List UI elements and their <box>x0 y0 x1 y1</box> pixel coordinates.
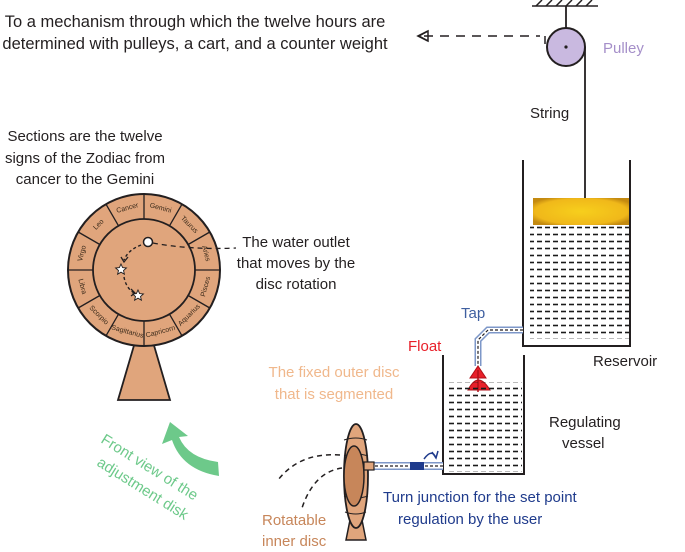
zodiac-sign-aries: Aries <box>200 245 211 263</box>
regulating-label-line1: Regulating <box>549 414 621 431</box>
zodiac-divider <box>168 203 183 227</box>
zodiac-divider <box>168 313 183 337</box>
star-marker-1 <box>114 262 128 276</box>
zodiac-divider <box>187 294 211 309</box>
sections-label-line2: signs of the Zodiac from <box>5 150 165 167</box>
mechanism-label-line1: To a mechanism through which the twelve … <box>5 13 386 31</box>
zodiac-divider <box>105 203 120 227</box>
regulating-label-line2: vessel <box>562 435 605 452</box>
zodiac-divider <box>77 294 101 309</box>
zodiac-divider <box>187 231 211 246</box>
pulley-label: Pulley <box>603 40 644 57</box>
reservoir-label: Reservoir <box>593 353 657 370</box>
zodiac-inner-disc <box>92 218 196 322</box>
rotatable-label-line2: inner disc <box>262 533 327 550</box>
reservoir-oil <box>533 198 629 225</box>
mechanism-arrow <box>416 29 540 43</box>
pulley <box>544 27 586 67</box>
zodiac-divider <box>105 313 120 337</box>
tap-pipe <box>474 326 523 366</box>
outlet-pipe <box>370 462 443 470</box>
reservoir <box>522 160 631 347</box>
junction-label-line2: regulation by the user <box>398 511 542 528</box>
string-label: String <box>530 105 569 122</box>
outlet-label-line3: disc rotation <box>256 276 337 293</box>
fixed-disc-label-line1: The fixed outer disc <box>269 364 400 381</box>
tap-label: Tap <box>461 305 485 322</box>
water-jets <box>277 453 343 509</box>
outlet-label-line2: that moves by the <box>237 255 355 272</box>
rotatable-inner-disc-side <box>343 445 365 507</box>
float-label: Float <box>408 338 442 355</box>
outlet-label-line1: The water outlet <box>242 234 350 251</box>
rotation-arrow <box>162 422 219 476</box>
fixed-disc-label-line2: that is segmented <box>275 386 393 403</box>
turn-junction <box>410 462 424 470</box>
sections-label-line1: Sections are the twelve <box>7 128 162 145</box>
zodiac-sign-libra: Libra <box>76 278 87 295</box>
mechanism-label-line2: determined with pulleys, a cart, and a c… <box>2 35 388 53</box>
regulating-vessel <box>442 355 525 475</box>
zodiac-divider <box>77 231 101 246</box>
sections-label-line3: cancer to the Gemini <box>16 171 154 188</box>
junction-label-line1: Turn junction for the set point <box>383 489 578 506</box>
side-disc-assembly <box>343 423 375 541</box>
zodiac-sign-virgo: Virgo <box>77 245 88 263</box>
outlet-leader <box>152 242 237 250</box>
disk-stand <box>116 341 172 401</box>
rotatable-label-line1: Rotatable <box>262 512 326 529</box>
water-outlet-marker <box>142 236 154 248</box>
